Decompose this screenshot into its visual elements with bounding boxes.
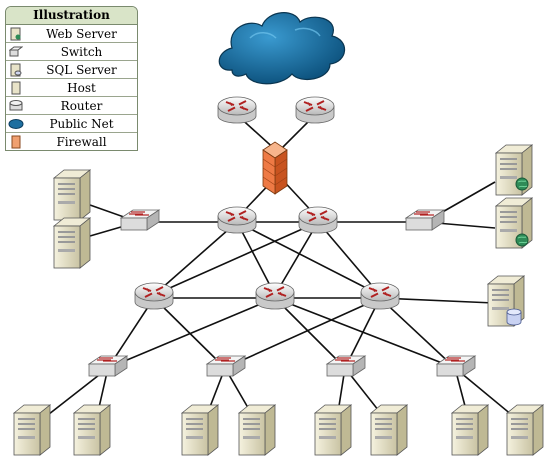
router-icon — [360, 282, 400, 310]
router-icon — [217, 206, 257, 234]
legend-row-switch: Switch — [6, 43, 137, 61]
host-icon — [451, 404, 489, 456]
sql-server-icon — [487, 275, 525, 327]
host-icon — [506, 404, 544, 456]
host-icon — [181, 404, 219, 456]
connection-lines — [34, 114, 525, 426]
legend-label: Firewall — [56, 134, 107, 149]
host-icon — [13, 404, 51, 456]
router-icon — [134, 282, 174, 310]
legend-label: Router — [60, 98, 103, 113]
legend-label: Web Server — [46, 26, 117, 41]
legend-row-firewall: Firewall — [6, 133, 137, 150]
legend-row-router: Router — [6, 97, 137, 115]
legend-row-sql-server: SQL Server — [6, 61, 137, 79]
sql-server-icon — [6, 62, 26, 78]
host-icon — [314, 404, 352, 456]
host-icon — [53, 169, 91, 221]
switch-icon — [120, 209, 160, 231]
firewall-icon — [6, 134, 26, 150]
legend-row-host: Host — [6, 79, 137, 97]
web-server-icon — [495, 197, 533, 249]
legend-title: Illustration — [6, 7, 137, 25]
host-icon — [238, 404, 276, 456]
web-server-icon — [495, 144, 533, 196]
router-icon — [217, 96, 257, 124]
legend-label: SQL Server — [46, 62, 117, 77]
public-net-icon — [6, 116, 26, 132]
firewall-icon — [262, 141, 288, 195]
switch-icon — [206, 355, 246, 377]
legend-row-public-net: Public Net — [6, 115, 137, 133]
host-icon — [370, 404, 408, 456]
legend-label: Host — [67, 80, 96, 95]
web-server-icon — [6, 26, 26, 42]
host-icon — [53, 217, 91, 269]
router-icon — [6, 98, 26, 114]
legend-label: Switch — [60, 44, 103, 59]
switch-icon — [88, 355, 128, 377]
router-icon — [255, 282, 295, 310]
public-net-cloud — [218, 12, 346, 85]
switch-icon — [326, 355, 366, 377]
switch-icon — [6, 44, 26, 60]
router-icon — [295, 96, 335, 124]
switch-icon — [436, 355, 476, 377]
switch-icon — [405, 209, 445, 231]
host-icon — [6, 80, 26, 96]
host-icon — [73, 404, 111, 456]
legend-row-web-server: Web Server — [6, 25, 137, 43]
legend-label: Public Net — [49, 116, 114, 131]
router-icon — [298, 206, 338, 234]
legend: Illustration Web Server Switch SQL Serve… — [5, 6, 138, 151]
